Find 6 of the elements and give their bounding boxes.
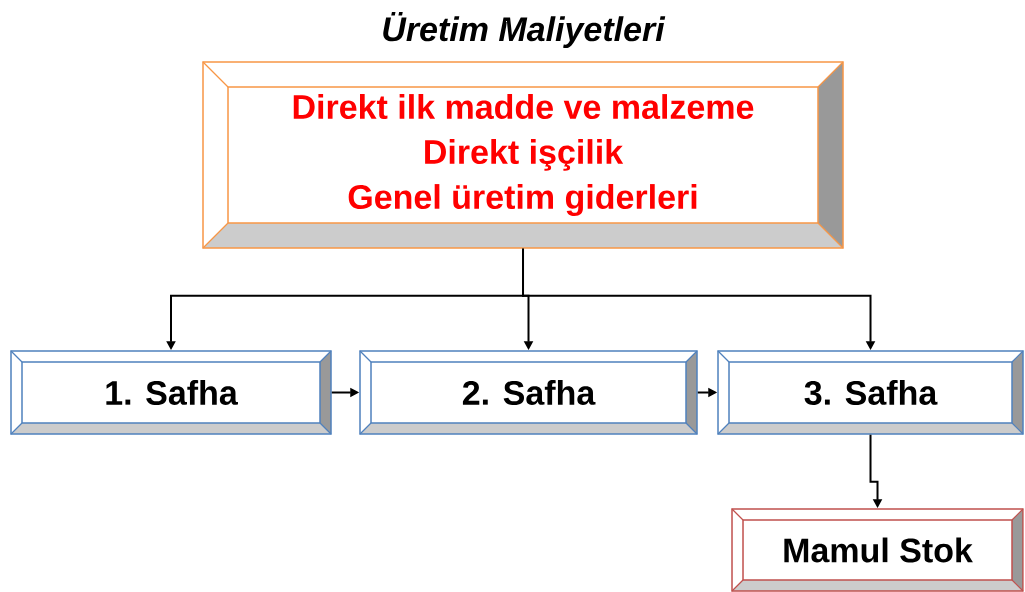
process-box: 1. Safha <box>10 350 332 435</box>
title: Üretim Maliyetleri <box>383 11 666 49</box>
cost-box: Direkt ilk madde ve malzeme Direkt işçilik Genel üretim giderleri <box>202 61 844 249</box>
process-box: 2. Safha <box>359 350 698 435</box>
process-box: Mamul Stok <box>731 508 1024 592</box>
process-box: 3. Safha <box>717 350 1024 435</box>
